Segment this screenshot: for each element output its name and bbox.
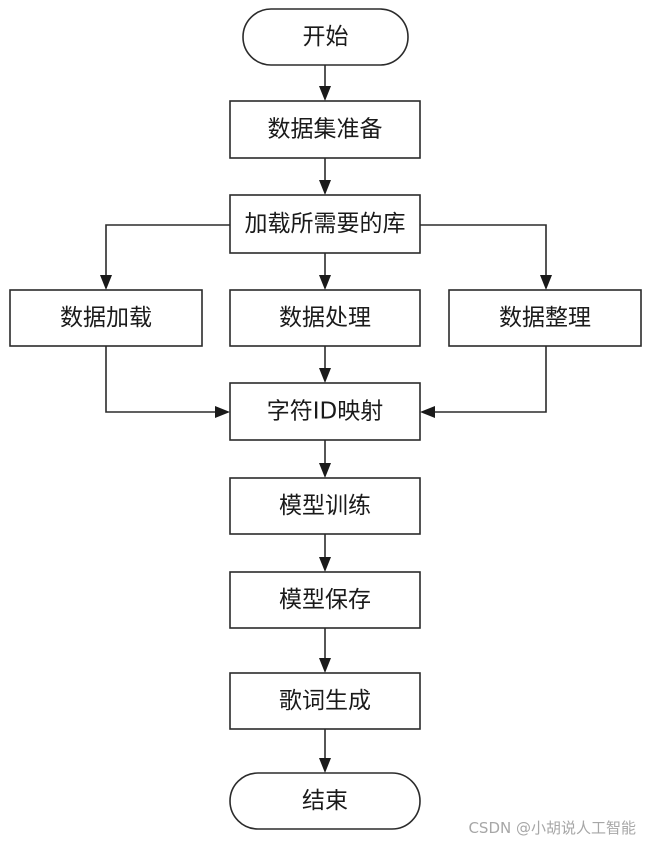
node-generate-label: 歌词生成: [279, 688, 371, 714]
process-shape-generate: [229, 672, 421, 730]
edge-load-map: [105, 346, 219, 413]
node-process-label: 数据处理: [279, 305, 371, 331]
edge-libs-load: [105, 224, 230, 279]
watermark-text: CSDN @小胡说人工智能: [468, 819, 636, 837]
flowchart-nodes: 开始 数据集准备 加载所需要的库 数据加载 数据处理 数据整理 字符ID映射: [9, 8, 642, 830]
edge-organize-map: [431, 346, 547, 413]
process-shape-libs: [229, 194, 421, 254]
process-shape-process: [229, 289, 421, 347]
node-load-label: 数据加载: [60, 305, 152, 331]
flowchart-edges: [100, 65, 552, 773]
arrow-map-train: [319, 463, 331, 478]
node-libs-label: 加载所需要的库: [245, 211, 406, 237]
process-shape-organize: [448, 289, 642, 347]
process-shape-map: [229, 382, 421, 441]
process-shape-train: [229, 477, 421, 535]
node-save-label: 模型保存: [279, 587, 371, 613]
arrow-libs-load: [100, 275, 112, 290]
arrow-organize-map: [420, 406, 435, 418]
node-libs: 加载所需要的库: [229, 194, 421, 254]
node-generate: 歌词生成: [229, 672, 421, 730]
node-train: 模型训练: [229, 477, 421, 535]
node-organize: 数据整理: [448, 289, 642, 347]
edge-libs-organize: [420, 224, 547, 279]
node-prepare-label: 数据集准备: [268, 117, 383, 143]
node-save: 模型保存: [229, 571, 421, 629]
arrow-load-map: [215, 406, 230, 418]
node-process: 数据处理: [229, 289, 421, 347]
arrow-save-generate: [319, 658, 331, 673]
arrow-generate-end: [319, 758, 331, 773]
node-load: 数据加载: [9, 289, 203, 347]
terminal-shape-end: [229, 772, 421, 830]
node-start: 开始: [242, 8, 409, 66]
node-prepare: 数据集准备: [229, 100, 421, 159]
terminal-shape-start: [242, 8, 409, 66]
process-shape-load: [9, 289, 203, 347]
arrow-libs-organize: [540, 275, 552, 290]
arrow-process-map: [319, 368, 331, 383]
process-shape-save: [229, 571, 421, 629]
process-shape-prepare: [229, 100, 421, 159]
node-map-label: 字符ID映射: [267, 399, 384, 425]
node-end: 结束: [229, 772, 421, 830]
arrow-start-prepare: [319, 86, 331, 101]
node-train-label: 模型训练: [279, 493, 371, 519]
node-start-label: 开始: [303, 24, 349, 50]
arrow-prepare-libs: [319, 180, 331, 195]
node-organize-label: 数据整理: [499, 305, 591, 331]
node-end-label: 结束: [302, 788, 348, 814]
arrow-libs-process: [319, 275, 331, 290]
arrow-train-save: [319, 557, 331, 572]
node-map: 字符ID映射: [229, 382, 421, 441]
